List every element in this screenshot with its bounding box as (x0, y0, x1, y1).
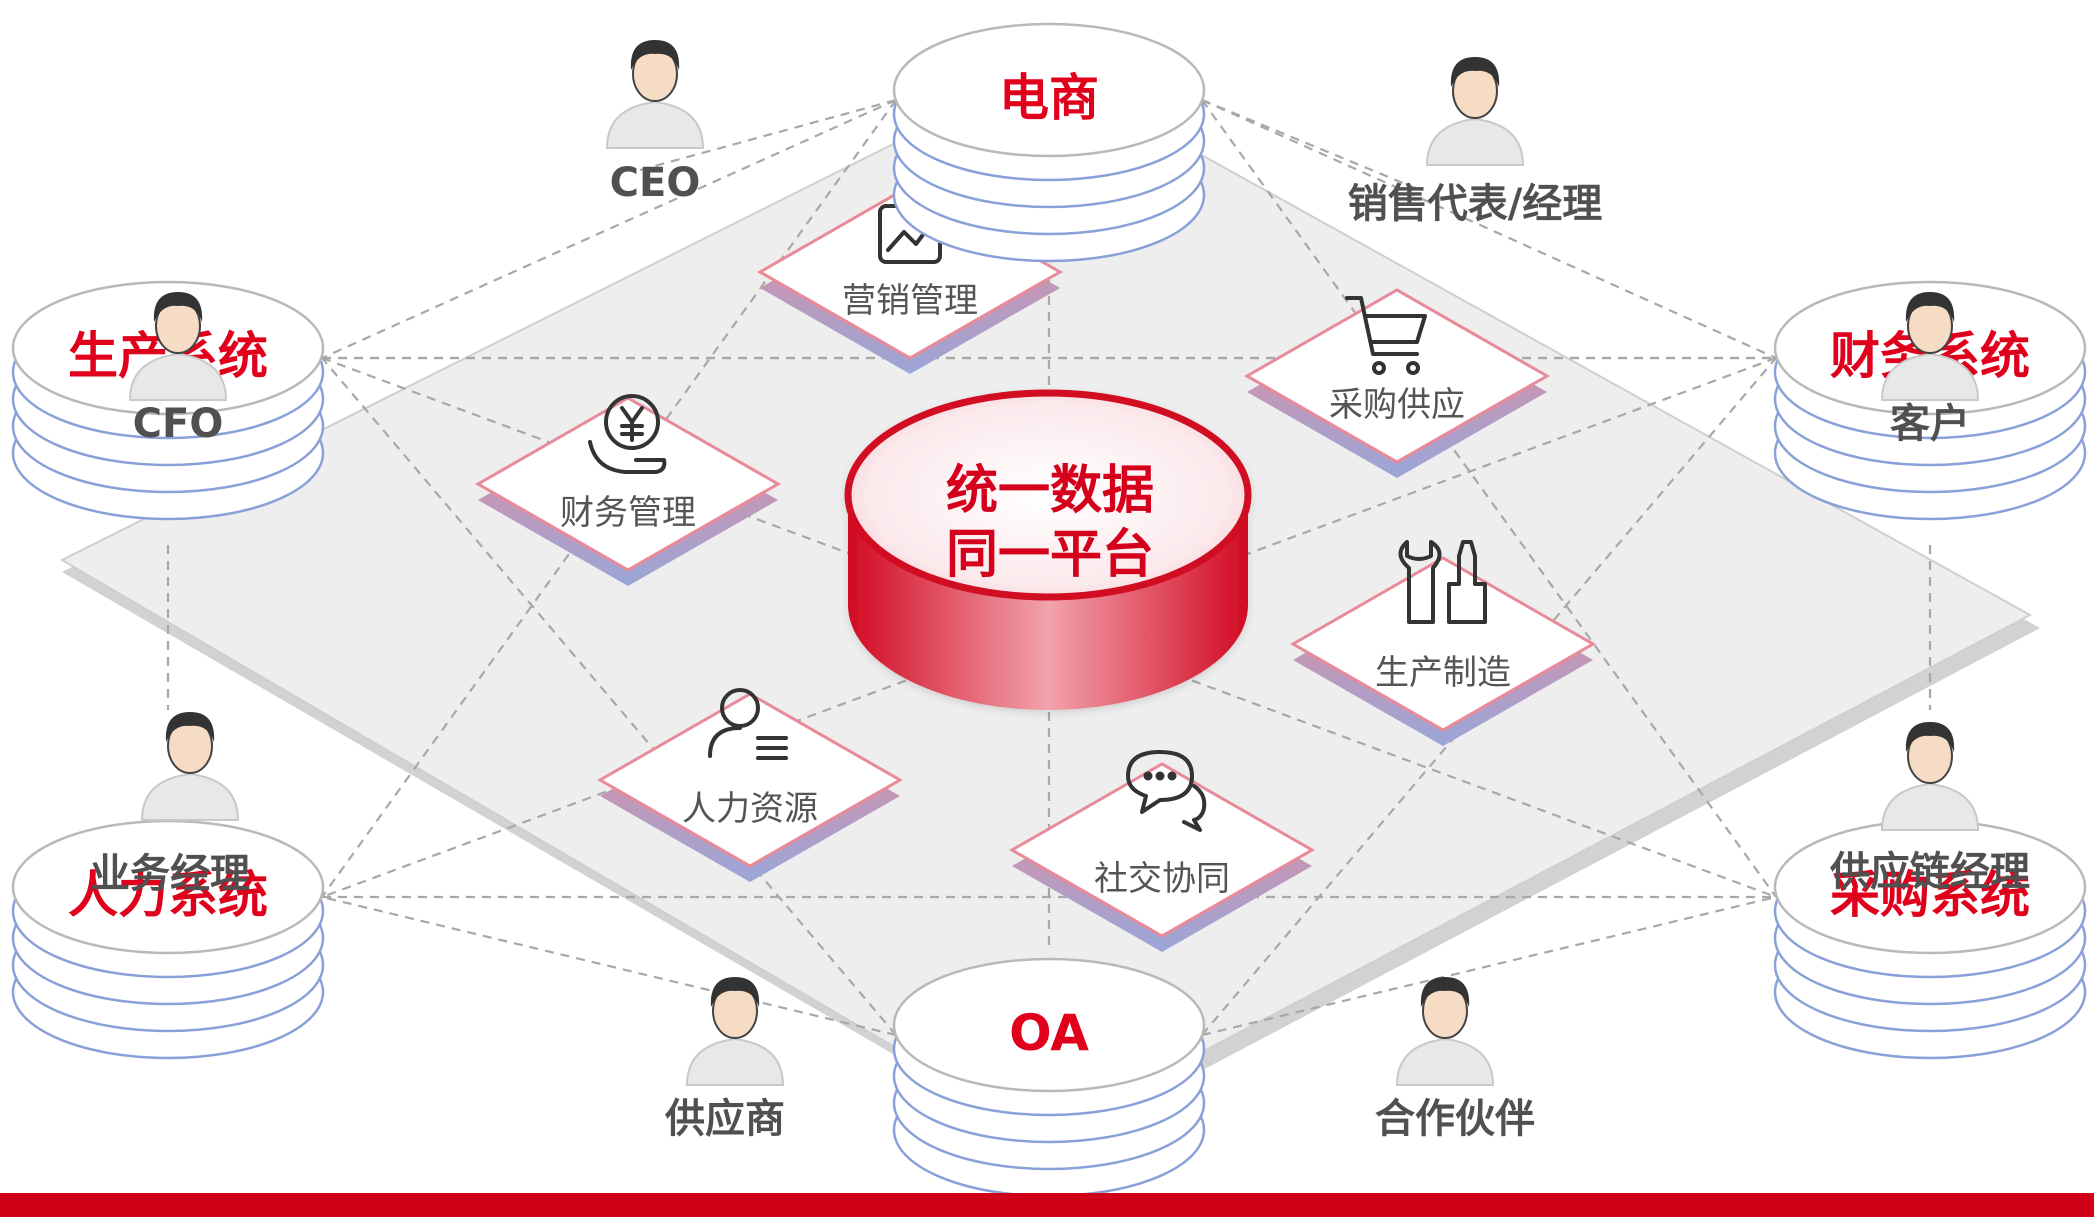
person-female-icon (606, 39, 704, 149)
bottom-accent-bar (0, 1193, 2094, 1217)
role-label: 销售代表/经理 (1348, 181, 1603, 227)
role-customer[interactable]: 客户 (1881, 291, 1979, 447)
system-procurement[interactable]: 采购系统 (1773, 819, 2087, 1060)
module-purchase[interactable]: 采购供应 (1245, 288, 1549, 480)
role-partner[interactable]: 合作伙伴 (1375, 976, 1535, 1142)
role-cfo[interactable]: CFO (129, 291, 227, 447)
module-label: 生产制造 (1375, 653, 1511, 693)
person-glasses-icon (686, 976, 784, 1086)
shopping-cart-icon (1345, 296, 1427, 375)
role-supplier[interactable]: 供应商 (665, 976, 785, 1142)
person-male-icon (1426, 56, 1524, 166)
system-oa[interactable]: OA (892, 957, 1206, 1198)
role-label: CEO (610, 160, 701, 206)
module-hr-res[interactable]: 人力资源 (598, 688, 902, 884)
center-title-line1: 统一数据 (946, 461, 1154, 521)
system-hr[interactable]: 人力系统 (11, 819, 325, 1060)
system-label: 采购系统 (1830, 866, 2030, 924)
module-label: 人力资源 (682, 789, 818, 829)
person-list-icon (708, 688, 788, 760)
role-supply-chain-manager[interactable]: 供应链经理 (1830, 721, 2030, 895)
system-label: 电商 (999, 69, 1099, 127)
chat-bubbles-icon (1126, 750, 1207, 832)
role-label: CFO (133, 401, 224, 447)
role-ceo[interactable]: CEO (606, 39, 704, 206)
person-female-icon (1396, 976, 1494, 1086)
role-label: 客户 (1890, 401, 1970, 447)
role-label: 合作伙伴 (1375, 1096, 1535, 1142)
yen-hand-icon (588, 394, 667, 474)
person-male-icon (1881, 721, 1979, 831)
system-label: 人力系统 (68, 866, 268, 924)
module-manufacturing[interactable]: 生产制造 (1291, 540, 1595, 748)
person-female-icon (141, 711, 239, 821)
role-label: 业务经理 (90, 851, 250, 897)
module-label: 社交协同 (1094, 859, 1230, 899)
module-label: 营销管理 (842, 281, 978, 321)
connection-lines (166, 98, 1932, 1037)
wrench-screwdriver-icon (1398, 540, 1487, 624)
role-label: 供应链经理 (1830, 849, 2030, 895)
module-label: 财务管理 (560, 493, 696, 533)
module-finance-mgmt[interactable]: 财务管理 (476, 394, 780, 588)
center-title-line2: 同一平台 (946, 525, 1154, 585)
system-label: OA (1009, 1004, 1089, 1062)
role-biz-manager[interactable]: 业务经理 (90, 711, 250, 897)
module-label: 采购供应 (1329, 385, 1465, 425)
module-social[interactable]: 社交协同 (1010, 750, 1314, 954)
role-sales[interactable]: 销售代表/经理 (1348, 56, 1603, 227)
center-platform-cylinder: 统一数据 同一平台 (844, 389, 1252, 710)
role-label: 供应商 (665, 1096, 785, 1142)
system-ecommerce[interactable]: 电商 (892, 22, 1206, 263)
